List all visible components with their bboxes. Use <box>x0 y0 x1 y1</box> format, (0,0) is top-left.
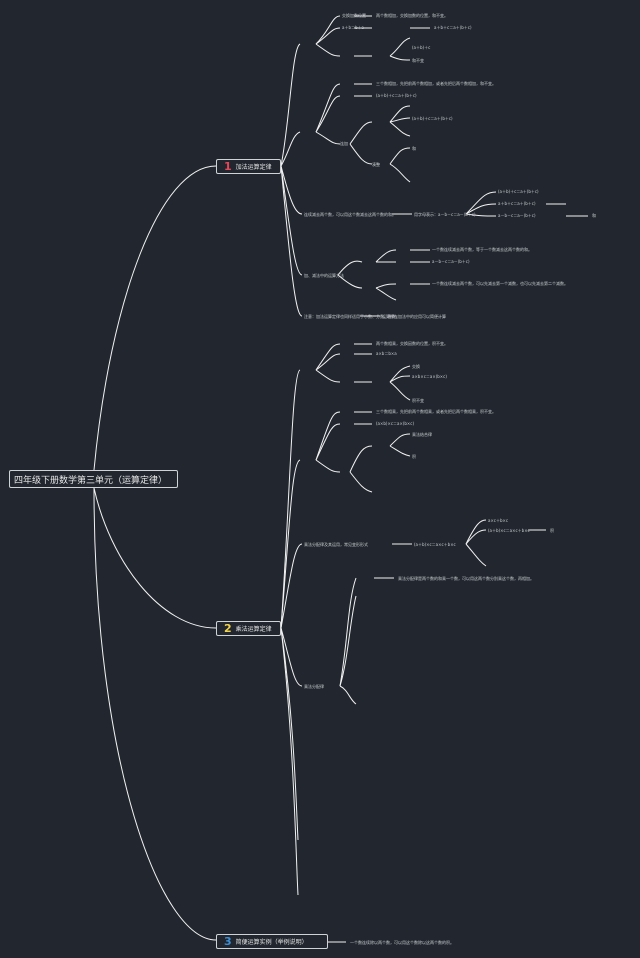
leaf-node[interactable]: 两个数相加，交换加数的位置，和不变。 <box>376 13 448 18</box>
leaf-node[interactable]: 乘法分配律是两个数的和乘一个数，可以用这两个数分别乘这个数，再相加。 <box>398 576 534 581</box>
leaf-node[interactable]: (a＋b)＋c＝a＋(b＋c) <box>376 93 417 98</box>
branch-number: 2 <box>224 622 232 635</box>
leaf-node[interactable]: a－b－c＝a－(b＋c) <box>432 259 470 264</box>
leaf-node[interactable]: a＋b＝b＋a <box>342 25 364 30</box>
branch-label: 加法运算定律 <box>235 164 272 171</box>
leaf-node[interactable]: 用字母表示：a－b－c＝a－(b＋c) <box>414 212 476 217</box>
root-topic-label: 四年级下册数学第三单元（运算定律） <box>14 475 168 486</box>
leaf-node[interactable]: 凑整 <box>372 162 380 167</box>
leaf-node[interactable]: 积 <box>550 528 554 533</box>
leaf-node[interactable]: a×b＝b×a <box>376 351 397 356</box>
leaf-node[interactable]: a×b×c＝a×(b×c) <box>412 374 447 379</box>
leaf-node[interactable]: 一个数连续减去两个数，可以先减去第一个减数，也可以先减去第二个减数。 <box>432 281 568 286</box>
leaf-node[interactable]: 积不变 <box>412 398 424 403</box>
leaf-node[interactable]: 加、减法中的运算方法 <box>304 273 344 278</box>
leaf-node[interactable]: (a＋b)＋c＝a＋(b＋c) <box>498 189 539 194</box>
leaf-node[interactable]: (a×b)×c＝a×(b×c) <box>376 421 415 426</box>
leaf-node[interactable]: a＋b＋c＝a＋(b＋c) <box>434 25 472 30</box>
leaf-node[interactable]: 和 <box>412 146 416 151</box>
branch-addition-laws[interactable]: 1 加法运算定律 <box>216 159 281 174</box>
leaf-node[interactable]: (a＋b)＋c＝a＋(b＋c) <box>412 116 453 121</box>
leaf-node[interactable]: 两个数相乘，交换因数的位置，积不变。 <box>376 341 448 346</box>
leaf-node[interactable]: 运算律在加法中的应用可以简便计算 <box>382 314 446 319</box>
leaf-node[interactable]: 三个数相乘，先把前两个数相乘，或者先把后两个数相乘，积不变。 <box>376 409 496 414</box>
leaf-node[interactable]: (a＋b)×c＝a×c＋b×c <box>488 528 530 533</box>
leaf-node[interactable]: 积 <box>412 454 416 459</box>
leaf-node[interactable]: 和 <box>592 213 596 218</box>
leaf-node[interactable]: 乘法分配律 <box>304 684 324 689</box>
leaf-node[interactable]: 交换 <box>412 364 420 369</box>
leaf-node[interactable]: (a＋b)＋c <box>412 45 431 50</box>
leaf-node[interactable]: 注意：加法运算定律也同样适用于小数、分数、整数。 <box>304 314 400 319</box>
leaf-node[interactable]: 交换加数位置 <box>342 13 366 18</box>
leaf-node[interactable]: 乘法分配律及其运用，常见变形形式 <box>304 542 368 547</box>
root-topic[interactable]: 四年级下册数学第三单元（运算定律） <box>9 470 178 488</box>
branch-label: 简便运算实例（举例说明） <box>235 939 308 946</box>
leaf-node[interactable]: a×c＋b×c <box>488 518 509 523</box>
leaf-node[interactable]: 一个数连续减去两个数，等于一个数减去这两个数的和。 <box>432 247 532 252</box>
branch-number: 3 <box>224 935 232 948</box>
leaf-node[interactable]: 和不变 <box>412 58 424 63</box>
leaf-node[interactable]: (a＋b)×c＝a×c＋b×c <box>414 542 456 547</box>
leaf-node[interactable]: 一个数连续除以两个数，可以用这个数除以这两个数的积。 <box>350 940 454 945</box>
leaf-node[interactable]: 连续减去两个数，可以用这个数减去这两个数的和。 <box>304 212 396 217</box>
leaf-node[interactable]: 连加 <box>340 141 348 146</box>
leaf-node[interactable]: a－b－c＝a－(b＋c) <box>498 213 536 218</box>
branch-multiplication-laws[interactable]: 2 乘法运算定律 <box>216 621 281 636</box>
leaf-node[interactable]: 三个数相加，先把前两个数相加，或者先把后两个数相加，和不变。 <box>376 81 496 86</box>
branch-label: 乘法运算定律 <box>235 626 272 633</box>
branch-number: 1 <box>224 160 232 173</box>
leaf-node[interactable]: a＋b＋c＝a＋(b＋c) <box>498 201 536 206</box>
leaf-node[interactable]: 乘法结合律 <box>412 432 432 437</box>
branch-simplified-calculation[interactable]: 3 简便运算实例（举例说明） <box>216 934 328 949</box>
